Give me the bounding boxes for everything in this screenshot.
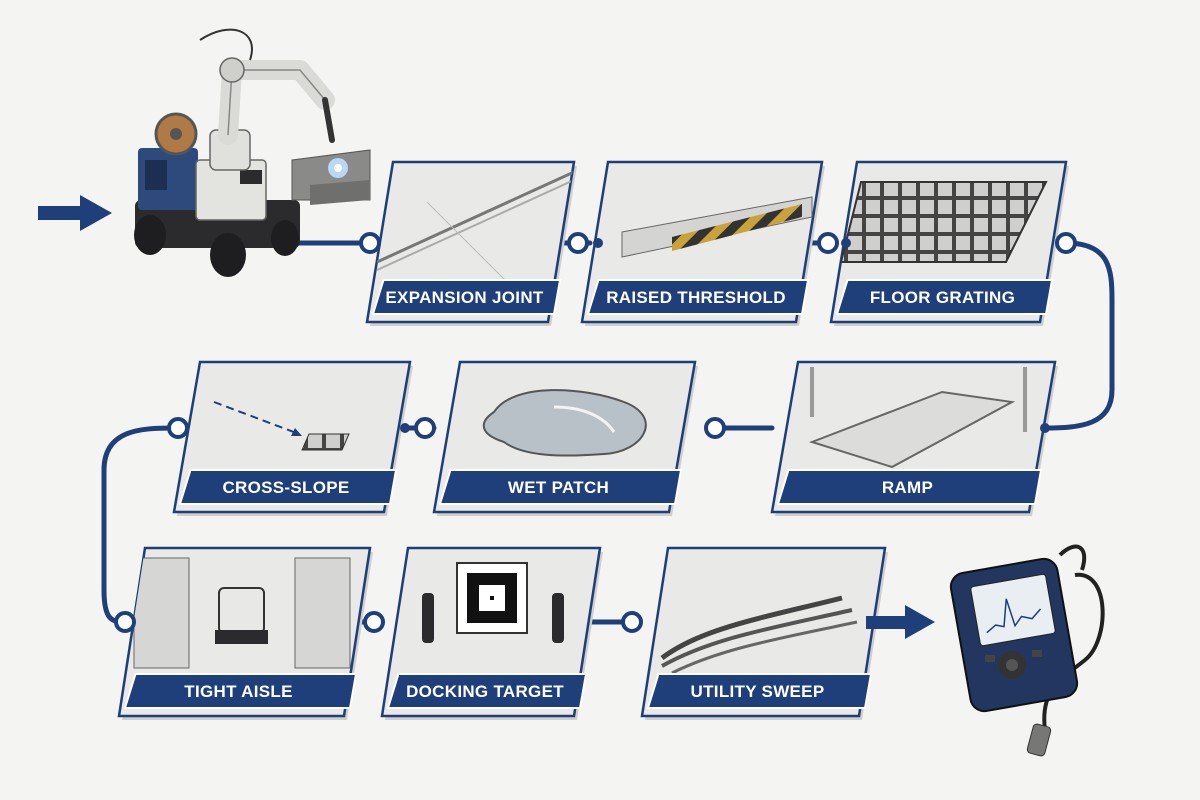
expansion-joint-icon: [376, 170, 574, 293]
stage-label-band: FLOOR GRATING: [835, 279, 1054, 315]
stage-label-band: TIGHT AISLE: [123, 673, 358, 709]
stage-label-band: DOCKING TARGET: [386, 673, 588, 709]
stage-panel-7: TIGHT AISLE: [117, 546, 373, 720]
utility-sweep-icon: [660, 595, 858, 675]
wet-patch-icon: [482, 389, 647, 457]
stage-panel-8: DOCKING TARGET: [380, 546, 603, 720]
stage-label-band: RAMP: [776, 469, 1043, 505]
stage-label-band: WET PATCH: [438, 469, 683, 505]
tight-aisle-icon: [133, 557, 351, 669]
stage-panel-4: RAMP: [770, 360, 1058, 516]
raised-threshold-icon: [621, 196, 813, 258]
docking-target-icon: [422, 562, 564, 643]
stage-label-band: EXPANSION JOINT: [371, 279, 562, 315]
stage-label: FLOOR GRATING: [870, 288, 1015, 307]
input-arrow: [38, 195, 112, 231]
stage-panel-3: FLOOR GRATING: [829, 160, 1069, 326]
stage-label-band: RAISED THRESHOLD: [586, 279, 810, 315]
flow-node-markers: [114, 232, 1077, 633]
stage-label: TIGHT AISLE: [184, 682, 292, 701]
stage-label: CROSS-SLOPE: [222, 478, 349, 497]
output-arrow: [866, 605, 935, 639]
stage-label: UTILITY SWEEP: [691, 682, 825, 701]
stage-label: WET PATCH: [508, 478, 609, 497]
floor-grating-icon: [839, 181, 1048, 263]
stage-panel-5: WET PATCH: [432, 360, 698, 516]
stage-panel-2: RAISED THRESHOLD: [580, 160, 825, 326]
stage-label: DOCKING TARGET: [406, 682, 564, 701]
welding-robot-icon: [134, 28, 371, 277]
stage-panel-1: EXPANSION JOINT: [365, 160, 577, 326]
stage-label: RAISED THRESHOLD: [606, 288, 786, 307]
stage-label-band: UTILITY SWEEP: [646, 673, 873, 709]
stage-panel-6: CROSS-SLOPE: [172, 360, 413, 516]
cross-slope-icon: [213, 401, 350, 451]
vibration-analyzer-icon: [949, 544, 1105, 757]
stage-panel-9: UTILITY SWEEP: [640, 546, 888, 720]
stage-label: EXPANSION JOINT: [385, 288, 543, 307]
ramp-icon: [808, 367, 1027, 469]
stage-label-band: CROSS-SLOPE: [178, 469, 398, 505]
stage-label: RAMP: [882, 478, 933, 497]
